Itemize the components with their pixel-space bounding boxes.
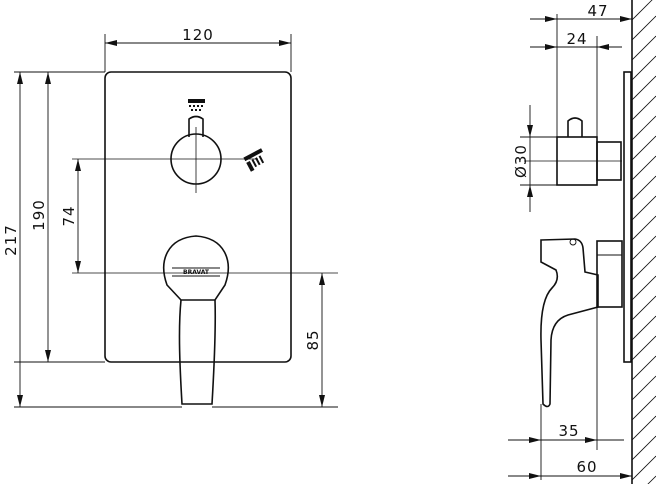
cover-plate-side — [623, 71, 632, 363]
diverter-stem — [188, 115, 204, 137]
dim-knob-diameter: Ø30 — [512, 105, 533, 212]
svg-text:Ø30: Ø30 — [512, 144, 530, 178]
dim-wall-to-front: 47 — [530, 2, 632, 22]
dim-center-distance: 74 — [60, 159, 81, 273]
shower-head-icon — [188, 99, 205, 111]
svg-text:35: 35 — [558, 422, 579, 440]
brand-label: BRAVAT — [183, 269, 210, 276]
dim-overall-height: 217 — [2, 72, 23, 407]
wall-hatching — [632, 0, 656, 484]
svg-text:120: 120 — [182, 26, 214, 44]
dim-plate-height: 190 — [30, 72, 51, 362]
diverter-knob-side — [524, 117, 622, 186]
svg-text:24: 24 — [566, 30, 587, 48]
mixer-lever-side — [540, 238, 623, 408]
bath-spout-icon — [243, 148, 265, 172]
mixer-lever — [163, 235, 229, 405]
dim-lever-depth: 35 — [508, 422, 624, 443]
dim-overall-depth: 60 — [508, 458, 632, 479]
svg-text:217: 217 — [2, 224, 20, 256]
dim-knob-projection: 24 — [530, 30, 622, 50]
front-view: BRAVAT 120 217 190 — [2, 26, 338, 408]
dim-plate-width: 120 — [105, 26, 291, 46]
cover-plate — [104, 71, 292, 363]
dim-handle-height: 85 — [304, 273, 325, 407]
side-view: 47 24 Ø30 35 60 — [508, 0, 656, 484]
svg-text:60: 60 — [576, 458, 597, 476]
svg-text:47: 47 — [587, 2, 608, 20]
svg-text:190: 190 — [30, 199, 48, 231]
svg-text:85: 85 — [304, 329, 322, 350]
svg-text:74: 74 — [60, 205, 78, 226]
